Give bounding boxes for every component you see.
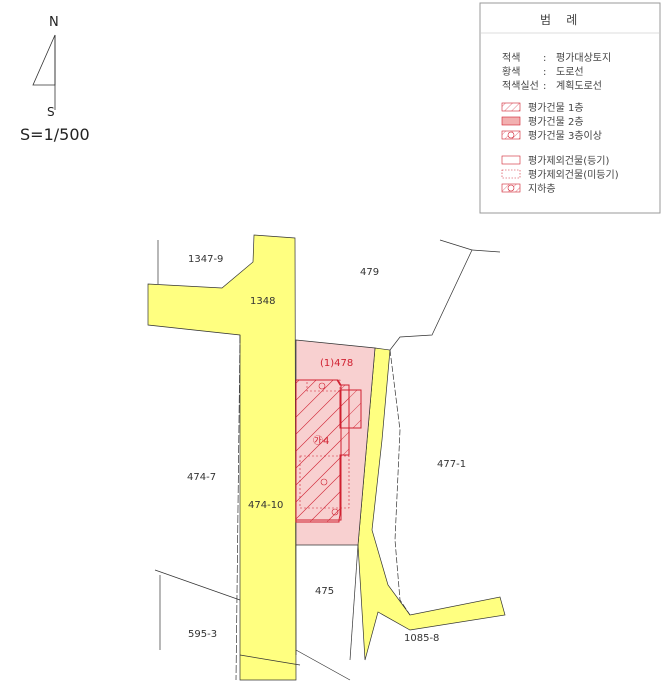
parcel-label-475: 475 (315, 586, 334, 597)
scale-label: S=1/500 (20, 125, 90, 144)
parcel-label-474-7: 474-7 (187, 472, 216, 483)
parcel-label-1348: 1348 (250, 296, 275, 307)
parcel-label-1347-9: 1347-9 (188, 254, 223, 265)
legend-sep: : (543, 53, 546, 64)
swatch-unregistered (501, 169, 521, 179)
swatch-registered (501, 155, 521, 165)
parcel-label-477-1: 477-1 (437, 459, 466, 470)
legend-sep: : (543, 81, 546, 92)
legend-symbol-label: 평가제외건물(등기) (528, 155, 610, 167)
legend-title: 범 례 (540, 13, 577, 27)
legend-value: 평가대상토지 (556, 52, 611, 64)
north-arrow: N S S=1/500 (20, 15, 90, 144)
legend-key: 적색실선 (502, 80, 539, 92)
legend-symbol-label: 평가건물 1층 (528, 102, 584, 114)
parcel-label-1085-8: 1085-8 (404, 633, 439, 644)
parcel-label-478: (1)478 (320, 358, 353, 369)
legend-symbol-label: 지하층 (528, 182, 556, 195)
legend-value: 계획도로선 (556, 80, 602, 92)
parcel-label-479: 479 (360, 267, 379, 278)
north-label: N (49, 15, 59, 30)
swatch-1f (501, 102, 521, 112)
evaluated-building (295, 379, 362, 523)
legend-symbol-label: 평가건물 3층이상 (528, 130, 602, 142)
parcel-label-474-10: 474-10 (248, 500, 283, 511)
road-1085-8 (357, 347, 506, 661)
legend-sep: : (543, 67, 546, 78)
legend-key: 황색 (502, 66, 520, 78)
legend: 범 례 적색 : 평가대상토지 황색 : 도로선 적색실선 : 계획도로선 평가… (479, 2, 661, 214)
parcel-label-595-3: 595-3 (188, 629, 217, 640)
legend-value: 도로선 (556, 66, 584, 78)
building-label: ㉮4 (313, 435, 329, 447)
legend-symbol-label: 평가건물 2층 (528, 116, 584, 128)
legend-key: 적색 (502, 52, 520, 64)
south-label: S (47, 105, 55, 119)
swatch-2f (501, 116, 521, 126)
parcel-boundaries (154, 239, 501, 681)
legend-symbol-label: 평가제외건물(미등기) (528, 169, 619, 181)
